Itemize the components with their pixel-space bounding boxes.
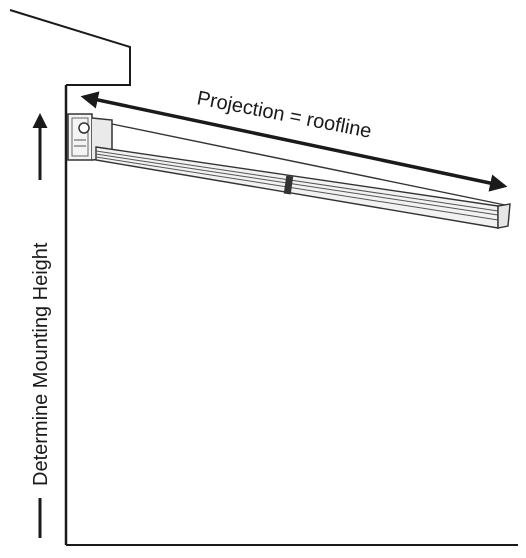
projection-label: Projection = roofline: [195, 87, 373, 142]
roof-overhang: [9, 9, 131, 86]
projection-arrow: [80, 91, 508, 192]
wall: [64, 85, 518, 546]
mounting-height-label: Determine Mounting Height: [30, 242, 52, 486]
awning-arm: [95, 123, 511, 229]
